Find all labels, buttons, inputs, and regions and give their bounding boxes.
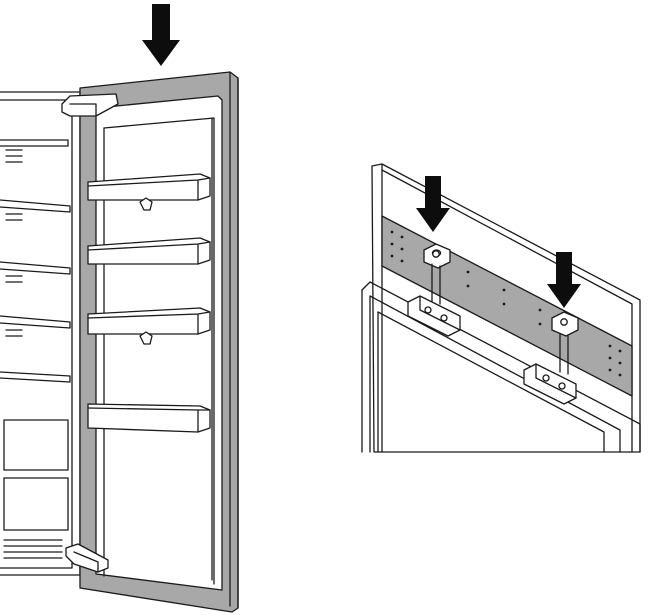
door-bin-4	[87, 403, 211, 433]
bottom-hinge	[65, 543, 109, 573]
door-bin-1	[87, 173, 211, 201]
door-bin-2	[87, 237, 211, 265]
bracket-right-bottom	[523, 363, 577, 405]
bracket-left-bottom	[407, 295, 461, 337]
fridge-cabinet	[0, 91, 81, 576]
door-bin-3	[87, 307, 211, 335]
bracket-right-top	[551, 311, 579, 337]
fridge-door	[61, 71, 239, 613]
appliance-door-frame	[361, 281, 641, 453]
down-arrow-bracket-right	[547, 252, 581, 308]
down-arrow-door	[142, 4, 180, 66]
bracket-left-top	[423, 243, 451, 269]
mounting-detail	[361, 163, 641, 453]
top-hinge	[61, 93, 119, 117]
down-arrow-bracket-left	[416, 176, 450, 232]
